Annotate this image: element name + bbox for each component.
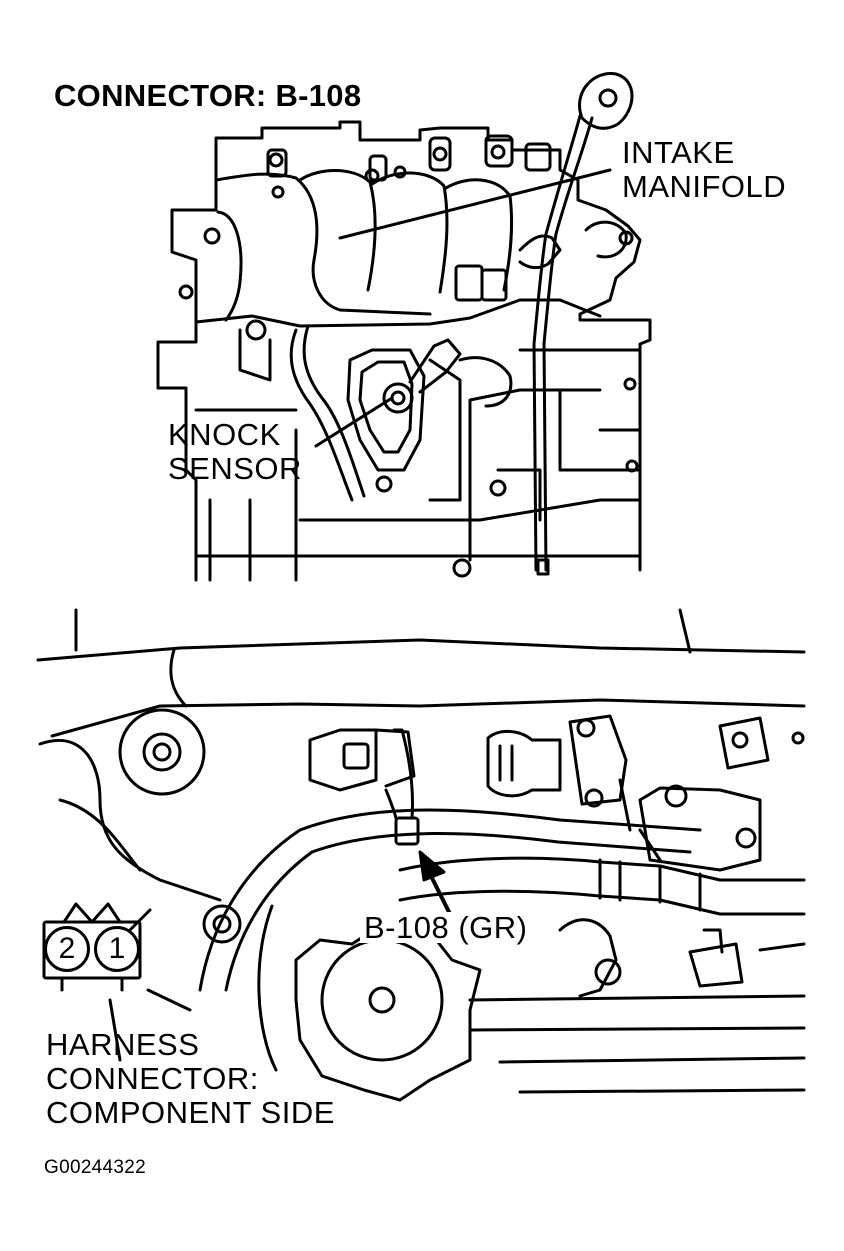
intake-manifold-label-line2: MANIFOLD	[622, 169, 787, 204]
connector-pin-1: 1	[94, 926, 140, 972]
knock-sensor-leader	[314, 396, 394, 448]
intake-manifold-label: INTAKE MANIFOLD	[622, 136, 786, 204]
harness-connector-label: HARNESS CONNECTOR: COMPONENT SIDE	[46, 1028, 335, 1130]
engine-block-top	[156, 72, 652, 582]
underbody-view	[36, 608, 806, 1102]
knock-sensor-label-line2: SENSOR	[168, 451, 302, 486]
harness-connector-label-line3: COMPONENT SIDE	[46, 1095, 335, 1130]
harness-connector-label-line1: HARNESS	[46, 1027, 200, 1062]
diagram-title: CONNECTOR: B-108	[54, 78, 362, 113]
knock-sensor-label: KNOCK SENSOR	[168, 418, 302, 486]
intake-manifold-leader	[338, 168, 612, 240]
figure-code: G00244322	[44, 1157, 147, 1178]
connector-pin-2: 2	[44, 926, 90, 972]
knock-sensor-label-line1: KNOCK	[168, 417, 281, 452]
connector-callout-label: B-108 (GR)	[360, 912, 532, 943]
harness-connector-label-line2: CONNECTOR:	[46, 1061, 259, 1096]
intake-manifold-label-line1: INTAKE	[622, 135, 735, 170]
connector-arrow	[418, 850, 452, 916]
